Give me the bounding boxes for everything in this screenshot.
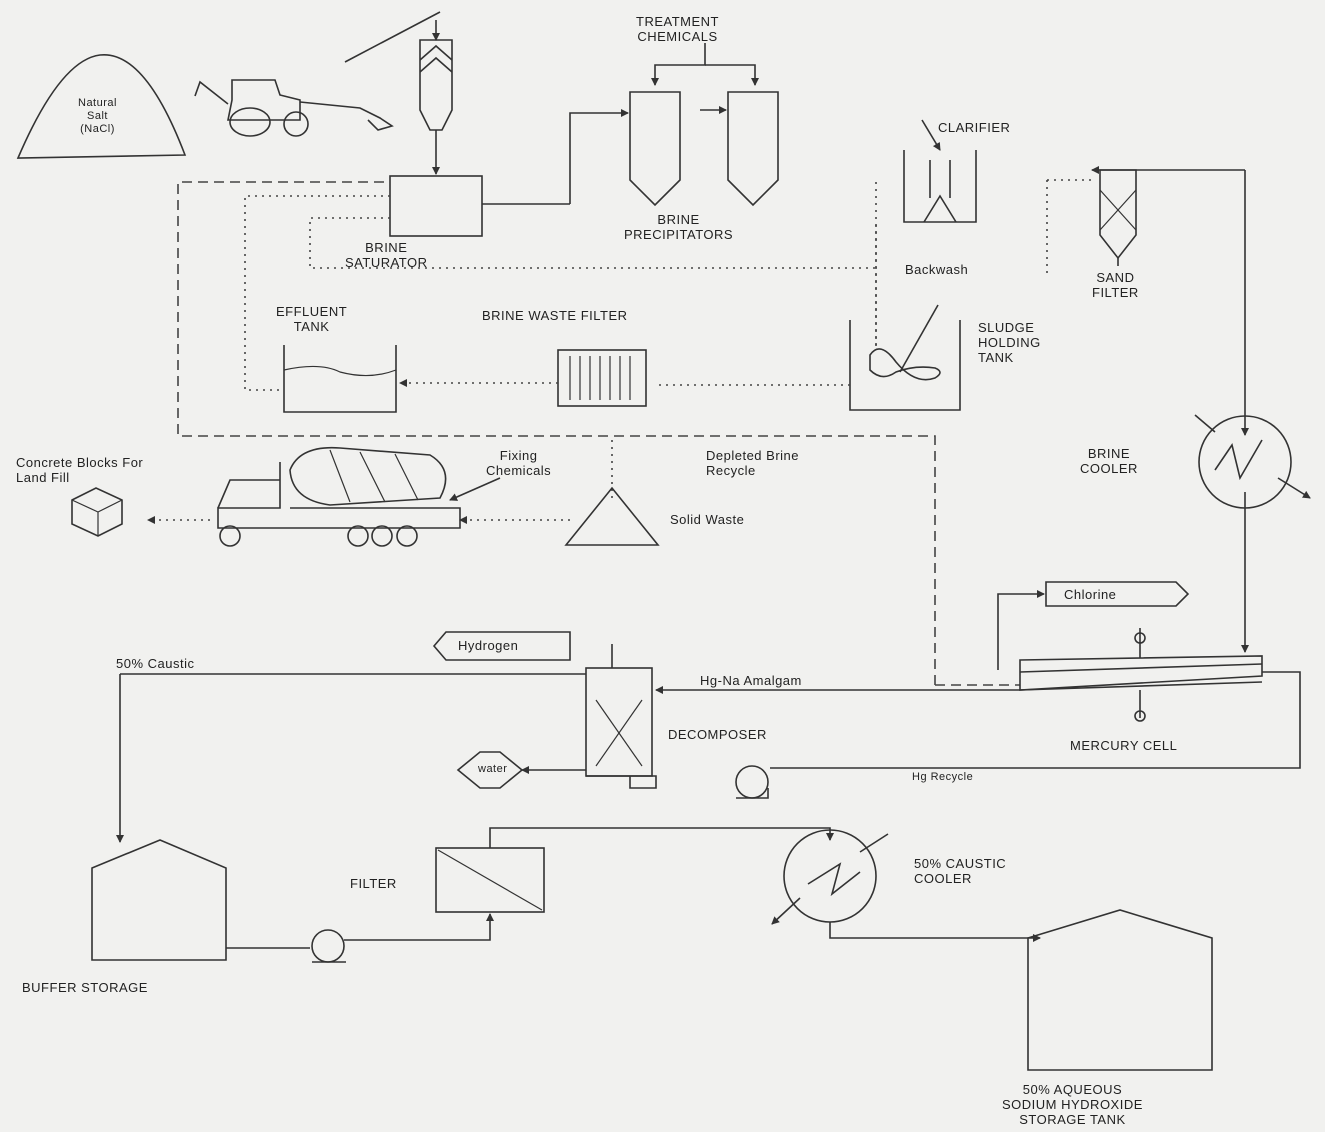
solid-waste-label: Solid Waste	[670, 512, 745, 527]
natural-salt-label: Natural Salt (NaCl)	[78, 97, 117, 135]
chlorine-outlet-tag	[1045, 581, 1190, 607]
brine-waste-filter-unit	[557, 349, 647, 407]
salt-pile-icon	[16, 54, 187, 159]
brine-saturator-vessel	[389, 175, 483, 237]
front-loader-icon	[194, 79, 394, 137]
brine-saturator-label: BRINE SATURATOR	[345, 240, 428, 270]
caustic-50-label: 50% Caustic	[116, 656, 195, 671]
brine-cooler-exchanger	[1194, 414, 1311, 509]
concrete-blocks-label: Concrete Blocks For Land Fill	[16, 455, 144, 485]
brine-precipitators-label: BRINE PRECIPITATORS	[624, 212, 734, 242]
brine-precipitator-2	[727, 91, 779, 207]
effluent-tank-vessel	[283, 345, 397, 413]
decomposer-vessel	[116, 644, 657, 843]
hg-recycle-label: Hg Recycle	[912, 771, 974, 783]
naoh-storage-tank	[1027, 909, 1213, 1071]
decomposer-label: DECOMPOSER	[668, 727, 767, 742]
chlorine-label: Chlorine	[1064, 587, 1117, 602]
mercury-cell-label: MERCURY CELL	[1070, 738, 1178, 753]
buffer-storage-label: BUFFER STORAGE	[22, 980, 148, 995]
mercury-cell-unit	[770, 628, 1301, 769]
filter-label: FILTER	[350, 876, 397, 891]
depleted-brine-recycle-label: Depleted Brine Recycle	[706, 448, 799, 478]
water-label: water	[478, 763, 508, 775]
sludge-holding-tank-vessel	[849, 304, 961, 411]
effluent-tank-label: EFFLUENT TANK	[276, 304, 348, 334]
caustic-cooler-label: 50% CAUSTIC COOLER	[914, 856, 1007, 886]
brine-cooler-label: BRINE COOLER	[1080, 446, 1138, 476]
mercury-pump-icon	[735, 765, 769, 799]
clarifier-vessel	[903, 119, 977, 223]
buffer-storage-tank	[91, 839, 227, 961]
concrete-mixer-truck-icon	[217, 446, 501, 547]
fixing-chemicals-label: Fixing Chemicals	[486, 448, 552, 478]
hg-na-amalgam-label: Hg-Na Amalgam	[700, 673, 802, 688]
clarifier-label: CLARIFIER	[938, 120, 1011, 135]
treatment-chemicals-label: TREATMENT CHEMICALS	[636, 14, 719, 44]
sludge-holding-tank-label: SLUDGE HOLDING TANK	[978, 320, 1041, 365]
brine-waste-filter-label: BRINE WASTE FILTER	[482, 308, 628, 323]
solid-waste-pile-icon	[564, 486, 660, 546]
water-inlet-tag	[456, 751, 524, 789]
storage-tank-label: 50% AQUEOUS SODIUM HYDROXIDE STORAGE TAN…	[1002, 1082, 1143, 1127]
transfer-pump-icon	[311, 929, 346, 963]
caustic-filter-unit	[435, 847, 545, 913]
caustic-cooler-exchanger	[771, 829, 889, 925]
sand-filter-vessel	[1099, 169, 1137, 260]
backwash-label: Backwash	[905, 262, 969, 277]
sand-filter-label: SAND FILTER	[1092, 270, 1139, 300]
brine-precipitator-1	[629, 91, 681, 207]
concrete-block-icon	[71, 487, 123, 537]
feed-hopper-icon	[344, 11, 453, 175]
hydrogen-label: Hydrogen	[458, 638, 519, 653]
hydrogen-outlet-tag	[432, 631, 571, 661]
